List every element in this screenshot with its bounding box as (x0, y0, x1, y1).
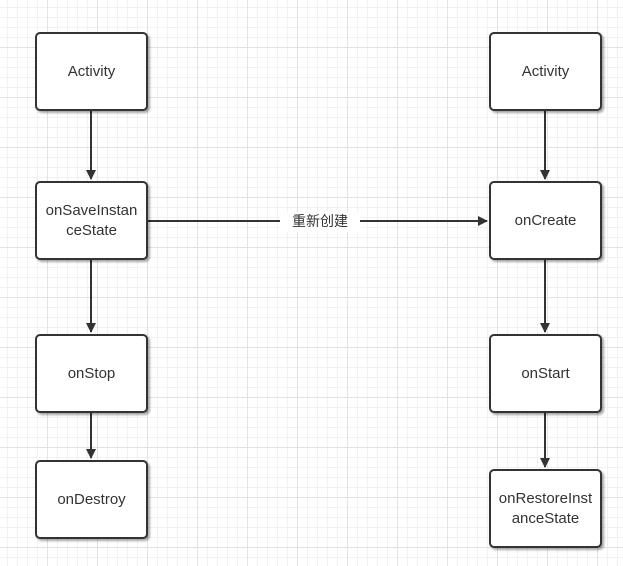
recreate-edge-label: 重新创建 (280, 212, 360, 232)
node-label: onStop (67, 364, 116, 382)
node-label: onCreate (514, 211, 577, 229)
node-on-stop: onStop (35, 334, 148, 413)
node-on-save-instance-state: onSaveInstanceState (35, 181, 148, 260)
node-label: onSaveInstanceState (45, 201, 138, 239)
node-activity-right: Activity (489, 32, 602, 111)
node-label: Activity (67, 62, 116, 80)
node-on-start: onStart (489, 334, 602, 413)
node-activity-left: Activity (35, 32, 148, 111)
node-on-create: onCreate (489, 181, 602, 260)
node-on-restore-instance-state: onRestoreInstanceState (489, 469, 602, 548)
node-label: onStart (521, 364, 570, 382)
node-on-destroy: onDestroy (35, 460, 148, 539)
node-label: Activity (521, 62, 570, 80)
node-label: onRestoreInstanceState (498, 489, 593, 527)
node-label: onDestroy (57, 490, 126, 508)
